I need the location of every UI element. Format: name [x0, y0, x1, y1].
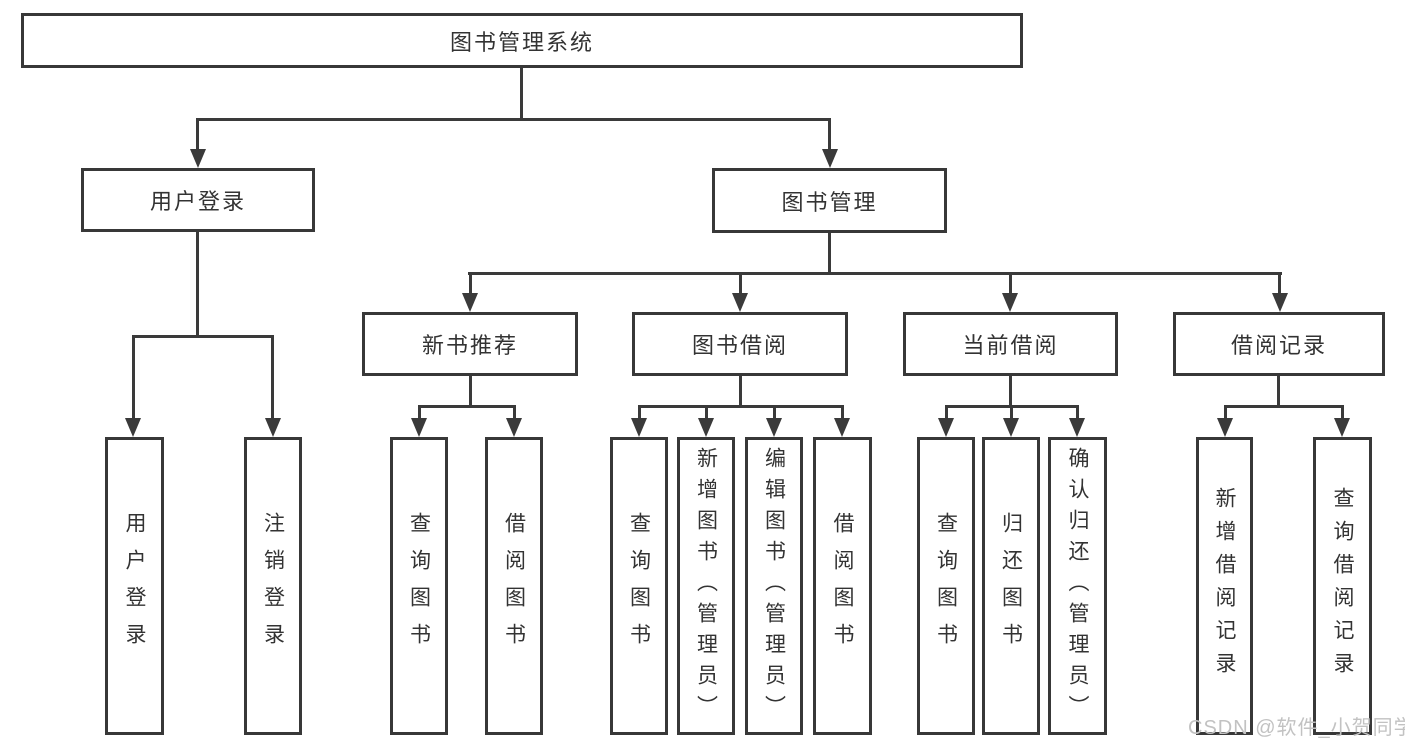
- arrowhead-leaf-query-book-current-icon: [938, 418, 954, 437]
- node-leaf-edit-book-admin: 编辑图书（管理员）: [745, 437, 803, 735]
- node-book-borrow-label: 图书借阅: [691, 333, 788, 358]
- node-leaf-return-book-label: 归还图书: [999, 512, 1023, 660]
- node-root: 图书管理系统: [21, 13, 1023, 68]
- node-leaf-user-login: 用户登录: [105, 437, 164, 735]
- node-leaf-query-book-current-label: 查询图书: [934, 512, 958, 660]
- edge-leaf-borrow-book-rec-drop: [513, 405, 516, 420]
- arrowhead-leaf-add-record-icon: [1217, 418, 1233, 437]
- arrowhead-new-book-rec-icon: [462, 293, 478, 312]
- node-leaf-return-book: 归还图书: [982, 437, 1040, 735]
- node-leaf-query-borrow-record-label: 查询借阅记录: [1331, 487, 1354, 685]
- edge-leaf-query-book-current-drop: [945, 405, 948, 420]
- node-leaf-borrow-book-borrow-label: 借阅图书: [831, 512, 854, 660]
- node-leaf-borrow-book-borrow: 借阅图书: [813, 437, 872, 735]
- edge-book-borrow-bus: [638, 405, 844, 408]
- arrowhead-leaf-add-book-icon: [698, 418, 714, 437]
- node-new-book-rec: 新书推荐: [362, 312, 578, 376]
- edge-book-mgmt-stem: [828, 233, 831, 275]
- arrowhead-leaf-borrow-book-rec-icon: [506, 418, 522, 437]
- node-leaf-query-book-borrow-label: 查询图书: [627, 512, 651, 660]
- arrowhead-leaf-return-book-icon: [1003, 418, 1019, 437]
- arrowhead-leaf-query-book-borrow-icon: [631, 418, 647, 437]
- node-book-borrow: 图书借阅: [632, 312, 848, 376]
- arrowhead-user-login-icon: [190, 149, 206, 168]
- node-current-borrow: 当前借阅: [903, 312, 1118, 376]
- arrowhead-leaf-confirm-return-icon: [1069, 418, 1085, 437]
- arrowhead-current-borrow-icon: [1002, 293, 1018, 312]
- node-leaf-query-book-borrow: 查询图书: [610, 437, 668, 735]
- edge-leaf-borrow-book-borrow-drop: [841, 405, 844, 420]
- edge-borrow-records-stem: [1277, 376, 1280, 408]
- csdn-watermark: CSDN @软件_小贺同学: [1188, 717, 1405, 739]
- node-leaf-query-book-rec-label: 查询图书: [407, 512, 431, 660]
- node-user-login: 用户登录: [81, 168, 315, 232]
- edge-new-book-rec-bus: [418, 405, 516, 408]
- edge-leaf-logout-drop: [271, 335, 274, 420]
- edge-new-book-rec-stem: [469, 376, 472, 408]
- edge-borrow-records-bus: [1224, 405, 1344, 408]
- edge-new-book-rec-drop: [469, 272, 472, 295]
- node-leaf-borrow-book-rec-label: 借阅图书: [502, 512, 526, 660]
- node-leaf-user-login-label: 用户登录: [123, 512, 146, 660]
- arrowhead-leaf-logout-icon: [265, 418, 281, 437]
- node-leaf-query-book-current: 查询图书: [917, 437, 975, 735]
- node-user-login-label: 用户登录: [149, 189, 246, 214]
- edge-book-borrow-drop: [739, 272, 742, 295]
- node-leaf-add-book-admin: 新增图书（管理员）: [677, 437, 735, 735]
- arrowhead-borrow-records-icon: [1272, 293, 1288, 312]
- node-root-label: 图书管理系统: [449, 29, 594, 55]
- arrowhead-leaf-borrow-book-borrow-icon: [834, 418, 850, 437]
- edge-level3-bus: [468, 272, 1282, 275]
- node-leaf-logout: 注销登录: [244, 437, 302, 735]
- node-borrow-records: 借阅记录: [1173, 312, 1385, 376]
- edge-leaf-add-record-drop: [1224, 405, 1227, 420]
- arrowhead-leaf-query-book-rec-icon: [411, 418, 427, 437]
- edge-level2-bus: [197, 118, 831, 121]
- node-leaf-add-borrow-record-label: 新增借阅记录: [1213, 487, 1236, 685]
- node-leaf-query-book-rec: 查询图书: [390, 437, 448, 735]
- edge-leaf-query-book-rec-drop: [418, 405, 421, 420]
- arrowhead-leaf-edit-book-icon: [766, 418, 782, 437]
- node-book-mgmt-label: 图书管理: [781, 189, 878, 215]
- edge-root-stem: [520, 67, 523, 121]
- edge-leaf-edit-book-drop: [773, 405, 776, 420]
- arrowhead-book-mgmt-icon: [822, 149, 838, 168]
- arrowhead-leaf-query-record-icon: [1334, 418, 1350, 437]
- arrowhead-leaf-user-login-icon: [125, 418, 141, 437]
- node-current-borrow-label: 当前借阅: [962, 333, 1059, 358]
- node-leaf-add-book-admin-label: 新增图书（管理员）: [694, 446, 718, 726]
- edge-current-borrow-drop: [1009, 272, 1012, 295]
- edge-user-login-bus: [132, 335, 274, 338]
- edge-borrow-records-drop: [1278, 272, 1281, 295]
- node-borrow-records-label: 借阅记录: [1230, 333, 1327, 358]
- node-book-mgmt: 图书管理: [712, 168, 947, 233]
- edge-user-login-drop: [196, 118, 199, 151]
- edge-leaf-query-book-borrow-drop: [638, 405, 641, 420]
- node-leaf-logout-label: 注销登录: [261, 512, 285, 660]
- edge-book-borrow-stem: [739, 376, 742, 408]
- edge-leaf-user-login-drop: [132, 335, 135, 420]
- node-leaf-confirm-return-admin-label: 确认归还（管理员）: [1066, 446, 1089, 726]
- edge-current-borrow-stem: [1009, 376, 1012, 408]
- node-leaf-confirm-return-admin: 确认归还（管理员）: [1048, 437, 1107, 735]
- edge-user-login-stem: [196, 232, 199, 338]
- edge-leaf-add-book-drop: [705, 405, 708, 420]
- node-leaf-add-borrow-record: 新增借阅记录: [1196, 437, 1253, 735]
- arrowhead-book-borrow-icon: [732, 293, 748, 312]
- edge-book-mgmt-drop: [828, 118, 831, 151]
- edge-leaf-query-record-drop: [1341, 405, 1344, 420]
- node-leaf-edit-book-admin-label: 编辑图书（管理员）: [762, 446, 786, 726]
- node-leaf-query-borrow-record: 查询借阅记录: [1313, 437, 1372, 735]
- node-new-book-rec-label: 新书推荐: [421, 333, 518, 358]
- edge-leaf-return-book-drop: [1010, 405, 1013, 420]
- edge-leaf-confirm-return-drop: [1076, 405, 1079, 420]
- node-leaf-borrow-book-rec: 借阅图书: [485, 437, 543, 735]
